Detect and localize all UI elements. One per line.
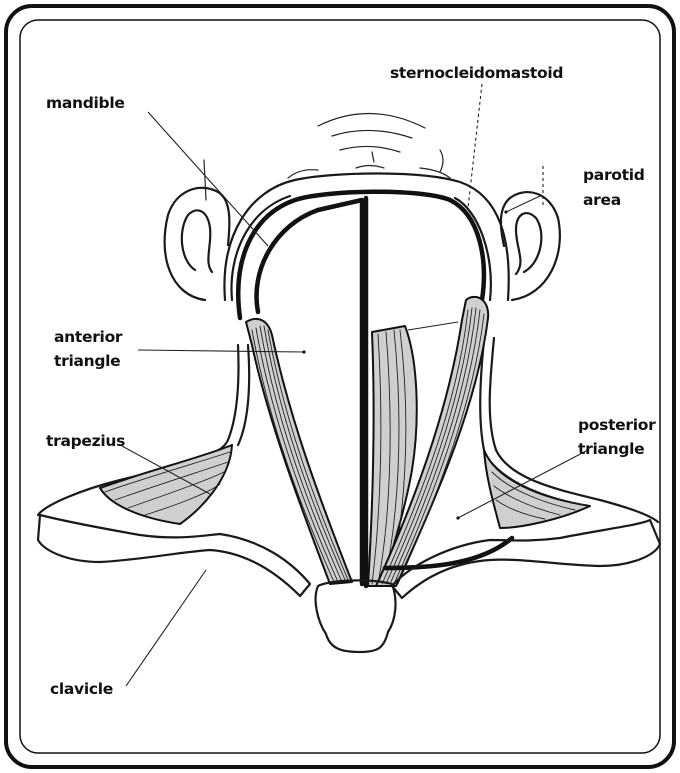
sternum: [316, 580, 396, 652]
label-sternocleidomastoid: sternocleidomastoid: [390, 64, 563, 82]
neck-contour: [38, 174, 658, 523]
left-trapezius-muscle: [100, 445, 232, 524]
outer-frame: [6, 6, 674, 767]
label-anterior-triangle-line2: triangle: [54, 352, 120, 370]
label-posterior-triangle-line1: posterior: [578, 416, 656, 434]
label-posterior-triangle-line2: triangle: [578, 440, 644, 458]
label-parotid-area-line1: parotid: [583, 166, 645, 184]
left-sternocleidomastoid-muscle: [246, 319, 352, 584]
inner-frame: [20, 20, 660, 753]
chin-contours: [288, 113, 450, 178]
left-ear: [165, 160, 230, 300]
label-anterior-triangle-line1: anterior: [54, 328, 123, 346]
right-trapezius-muscle: [484, 450, 590, 528]
label-mandible: mandible: [46, 94, 125, 112]
label-trapezius: trapezius: [46, 432, 125, 450]
label-clavicle: clavicle: [50, 680, 113, 698]
label-parotid-area-line2: area: [583, 191, 621, 209]
left-clavicle: [38, 515, 310, 596]
right-clavicle: [392, 520, 660, 598]
